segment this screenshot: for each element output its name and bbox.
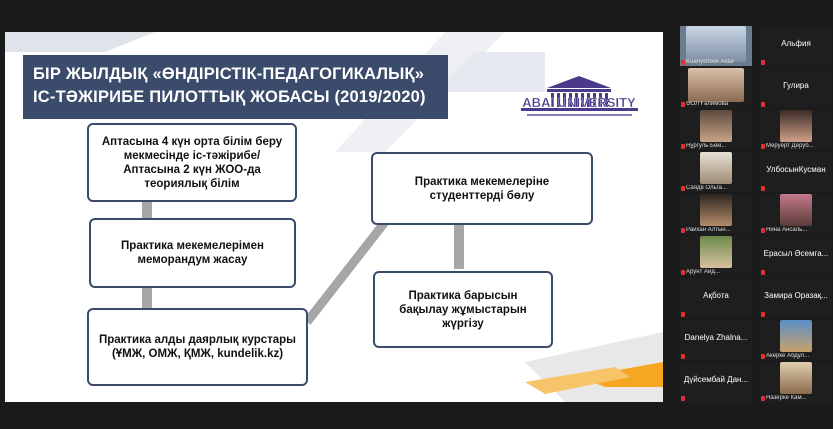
participant-name: Замира Оразақ... <box>764 291 828 300</box>
mic-muted-icon <box>681 270 685 275</box>
mic-muted-icon <box>681 354 685 359</box>
participant-tile[interactable]: Ерасыл Әсемга... <box>760 236 832 276</box>
participant-video <box>780 320 812 352</box>
step-box: Практика барысын бақылау жұмыстарын жүрг… <box>373 271 553 348</box>
mic-muted-icon <box>761 312 765 317</box>
participant-video <box>700 110 732 142</box>
participant-tile[interactable]: Меруерт Деруб... <box>760 110 832 150</box>
connector <box>142 202 152 222</box>
participant-tile[interactable]: Ақбота <box>680 278 752 318</box>
participant-tile[interactable]: Danelya Zhalna... <box>680 320 752 360</box>
mic-muted-icon <box>681 312 685 317</box>
participant-label: Арунт Айд... <box>686 269 720 275</box>
participant-tile[interactable]: Альфия <box>760 26 832 66</box>
step-box: Аптасына 4 күн орта білім беру мекмесінд… <box>87 123 297 202</box>
participant-video <box>780 194 812 226</box>
participant-label: Акерке Абдул... <box>766 353 810 359</box>
participant-video <box>780 362 812 394</box>
participant-label: Нұргуль Бекі... <box>686 143 727 149</box>
mic-muted-icon <box>761 186 765 191</box>
step-box: Практика мекемелерімен меморандум жасау <box>89 218 296 288</box>
mic-muted-icon <box>761 102 765 107</box>
participant-video <box>700 152 732 184</box>
mic-muted-icon <box>681 186 685 191</box>
participant-video <box>700 194 732 226</box>
step-box: Практика мекемелеріне студенттерді бөлу <box>371 152 593 225</box>
participant-tile[interactable]: Замира Оразақ... <box>760 278 832 318</box>
participant-name: Гулира <box>783 81 809 90</box>
participant-label: ӘОЛ Ғалимова <box>686 101 729 107</box>
participant-video <box>780 110 812 142</box>
mic-muted-icon <box>761 60 765 65</box>
mic-muted-icon <box>681 60 685 65</box>
connector <box>454 224 464 269</box>
participant-label: Нина Ансаль... <box>766 227 808 233</box>
presentation-area: БІР ЖЫЛДЫҚ «ӨНДІРІСТІК-ПЕДАГОГИКАЛЫҚ» ІС… <box>5 32 663 402</box>
slide-page-number: 5 <box>645 370 652 384</box>
participant-label: Kuanyshbek Aidar <box>686 59 735 65</box>
participant-tile[interactable]: Саядв Ольга... <box>680 152 752 192</box>
connector-diagonal <box>303 219 389 325</box>
participant-tile[interactable]: Нұргуль Бекі... <box>680 110 752 150</box>
mic-muted-icon <box>761 270 765 275</box>
participant-name: Ақбота <box>703 291 729 300</box>
mic-muted-icon <box>681 102 685 107</box>
connector <box>142 286 152 310</box>
participant-label: Райхан Алтын... <box>686 227 731 233</box>
participant-tile[interactable]: Kuanyshbek Aidar <box>680 26 752 66</box>
participant-name: Дүйсембай Дан... <box>683 375 749 384</box>
participant-tile[interactable]: Гулира <box>760 68 832 108</box>
participant-video <box>700 236 732 268</box>
participant-video <box>688 68 744 102</box>
participant-tile[interactable]: Райхан Алтын... <box>680 194 752 234</box>
slide-title: БІР ЖЫЛДЫҚ «ӨНДІРІСТІК-ПЕДАГОГИКАЛЫҚ» ІС… <box>23 55 448 119</box>
mic-muted-icon <box>681 396 685 401</box>
participant-name: Ерасыл Әсемга... <box>763 249 829 258</box>
participant-tile[interactable]: ӘОЛ Ғалимова <box>680 68 752 108</box>
participant-name: Danelya Zhalna... <box>684 333 748 342</box>
mic-muted-icon <box>761 228 765 233</box>
participant-tile[interactable]: Акерке Абдул... <box>760 320 832 360</box>
slide-title-line2: ІС-ТӘЖІРИБЕ ПИЛОТТЫҚ ЖОБАСЫ (2019/2020) <box>33 88 426 106</box>
participant-tile[interactable]: Дүйсембай Дан... <box>680 362 752 402</box>
slide: БІР ЖЫЛДЫҚ «ӨНДІРІСТІК-ПЕДАГОГИКАЛЫҚ» ІС… <box>5 32 663 402</box>
participant-name: Альфия <box>781 39 811 48</box>
participant-tile[interactable]: Назерке Кам... <box>760 362 832 402</box>
participant-label: Меруерт Деруб... <box>766 143 814 149</box>
svg-text:ABAI UNIVERSITY: ABAI UNIVERSITY <box>522 95 636 110</box>
participant-tile[interactable]: Арунт Айд... <box>680 236 752 276</box>
mic-muted-icon <box>761 354 765 359</box>
abai-university-logo: ABAI UNIVERSITY <box>521 76 638 116</box>
participant-tile[interactable]: Нина Ансаль... <box>760 194 832 234</box>
participant-name: УлбосынКусман <box>766 165 826 174</box>
step-box: Практика алды даярлық курстары (ҰМЖ, ОМЖ… <box>87 308 308 386</box>
mic-muted-icon <box>761 144 765 149</box>
mic-muted-icon <box>761 396 765 401</box>
participant-label: Саядв Ольга... <box>686 185 727 191</box>
mic-muted-icon <box>681 228 685 233</box>
mic-muted-icon <box>681 144 685 149</box>
participant-video <box>686 26 746 62</box>
participant-tile[interactable]: УлбосынКусман <box>760 152 832 192</box>
participant-label: Назерке Кам... <box>766 395 807 401</box>
slide-title-line1: БІР ЖЫЛДЫҚ «ӨНДІРІСТІК-ПЕДАГОГИКАЛЫҚ» <box>33 65 425 83</box>
